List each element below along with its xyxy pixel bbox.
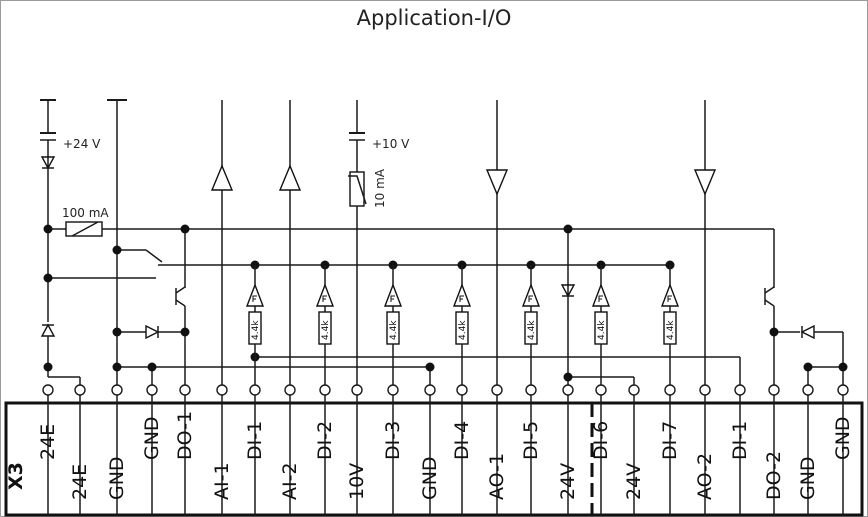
diagram-title: Application-I/O: [356, 6, 512, 30]
terminal-screw: [249, 384, 261, 396]
di-branch: 4.4k: [245, 260, 265, 386]
pin-label-lower: AI-2: [279, 462, 301, 500]
pin-label-upper: DI-2: [314, 421, 336, 460]
pin-label-lower: GND: [106, 456, 128, 500]
fuse-label: 100 mA: [62, 206, 109, 220]
pin-label-upper: DO-1: [174, 411, 196, 460]
resistor-label: 4.4k: [251, 320, 261, 340]
pin-label-upper: DI-7: [659, 421, 681, 460]
terminal-screw: [351, 384, 363, 396]
di-branch: 4.4k: [383, 260, 403, 357]
terminal-screw: [699, 384, 711, 396]
pin-label-lower: 10V: [346, 463, 368, 500]
pin-label-lower: AI-1: [211, 462, 233, 500]
terminal-screw: [837, 384, 849, 396]
terminal-screw: [146, 384, 158, 396]
resistor-label: 4.4k: [458, 320, 468, 340]
terminal-screw: [664, 384, 676, 396]
terminal-screw: [216, 384, 228, 396]
pin-label-upper: DI-1: [729, 421, 751, 460]
resistor-label: 4.4k: [389, 320, 399, 340]
di-branch: 4.4k: [315, 260, 335, 357]
di-branch: 4.4k: [660, 260, 680, 357]
resistor-label: 4.4k: [321, 320, 331, 340]
pin-label-lower: 24V: [557, 463, 579, 500]
connector-box: [4, 401, 864, 517]
resistor-label: 4.4k: [666, 320, 676, 340]
pin-label-upper: GND: [832, 416, 854, 460]
digital-input-branches: 4.4k 4.4k 4.4k 4.4k 4.4k 4.4k 4.4k: [245, 260, 680, 386]
terminal-screw: [491, 384, 503, 396]
pin-label-upper: GND: [141, 416, 163, 460]
pin-label-upper: DI-3: [382, 421, 404, 460]
supply-10v-label: +10 V: [372, 137, 410, 151]
pin-label-upper: DI-5: [520, 421, 542, 460]
supply-24v-label: +24 V: [63, 137, 101, 151]
pin-label-lower: 24E: [69, 464, 91, 500]
pin-label-upper: DI-6: [590, 421, 612, 460]
terminal-screw: [42, 384, 54, 396]
terminal-screw: [595, 384, 607, 396]
terminal-screw: [111, 384, 123, 396]
terminal-screw: [525, 384, 537, 396]
pin-label-lower: DO-2: [763, 451, 785, 500]
terminal-screw: [424, 384, 436, 396]
terminal-screw: [628, 384, 640, 396]
wiring: [40, 99, 844, 386]
pin-label-upper: DI-1: [244, 421, 266, 460]
terminal-screw: [562, 384, 574, 396]
terminal-screw: [74, 384, 86, 396]
resistor-label: 4.4k: [597, 320, 607, 340]
resistor-label: 4.4k: [527, 320, 537, 340]
pin-label-lower: 24V: [623, 463, 645, 500]
pin-label-lower: GND: [419, 456, 441, 500]
pin-label-upper: 24E: [37, 424, 59, 460]
di-branch: 4.4k: [452, 260, 472, 357]
terminal-screw: [734, 384, 746, 396]
pin-label-upper: DI-4: [451, 421, 473, 460]
di-branch: 4.4k: [521, 260, 541, 357]
terminal-screw: [284, 384, 296, 396]
terminal-screw: [319, 384, 331, 396]
terminal-screw: [456, 384, 468, 396]
di-branch: 4.4k: [591, 260, 611, 357]
junction-dots: [43, 224, 848, 382]
terminal-screw: [387, 384, 399, 396]
terminal-screw: [768, 384, 780, 396]
pin-label-lower: AO-1: [486, 453, 508, 500]
connector-label: X3: [5, 462, 27, 490]
terminal-screw: [179, 384, 191, 396]
pin-label-lower: AO-2: [694, 453, 716, 500]
ptc-label: 10 mA: [373, 168, 387, 208]
pin-label-lower: GND: [797, 456, 819, 500]
terminal-row: [42, 384, 849, 515]
terminal-screw: [802, 384, 814, 396]
pin-labels: 24E GND DO-1 DI-1 DI-2 DI-3 DI-4 DI-5 DI-6 DI-7 DI…: [37, 411, 854, 500]
